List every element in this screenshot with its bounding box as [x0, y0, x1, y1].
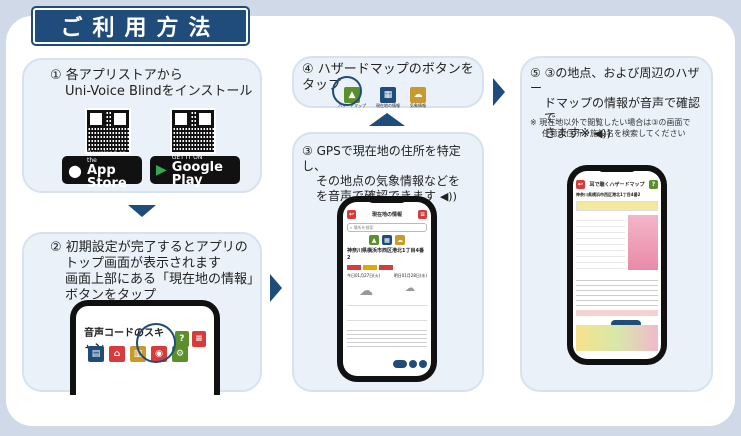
step2-line1: 初期設定が完了するとアプリの — [65, 240, 248, 255]
step5-line3: きます※ — [544, 126, 591, 140]
warning-badge-2 — [363, 265, 377, 270]
step5-text: ⑤ ③の地点、および周辺のハザー ドマップの情報が音声で確認で きます※ ◀)) — [530, 66, 710, 141]
phone-notch — [367, 196, 407, 203]
step1-line2: Uni-Voice Blindをインストール — [65, 84, 253, 99]
app-store-small-text: Download on the — [86, 150, 127, 164]
location-button-highlight — [136, 323, 176, 363]
qr-code-googleplay — [170, 108, 216, 154]
location-address: 神奈川県横浜市西区港北1丁目4番2 — [347, 248, 424, 261]
step5-line2: ドマップの情報が音声で確認で — [544, 96, 701, 125]
tomorrow-label: 明日01月28日(水) — [393, 273, 427, 278]
page-title: ご利用方法 — [31, 6, 250, 46]
hazard-tabs — [576, 201, 658, 211]
step3-line1: GPSで現在地の住所を特定し、 — [302, 144, 461, 173]
search-placeholder: 場所を検索 — [353, 225, 374, 230]
arrow-up-icon — [369, 113, 405, 126]
hazard-screen-header: 耳で聴くハザードマップ — [589, 182, 645, 188]
step5-line1: ③の地点、および周辺のハザー — [530, 66, 700, 95]
settings-icon[interactable]: ⚙ — [172, 346, 188, 362]
step4-text: ④ ハザードマップのボタンをタップ — [302, 62, 482, 94]
pause-button[interactable] — [409, 360, 417, 368]
back-icon[interactable]: ↩ — [347, 210, 356, 219]
phone-hazard-screen: ↩ 耳で聴くハザードマップ ? 神奈川県横浜市西区港北1丁目4番2 — [567, 165, 667, 365]
app-store-big-text: App Store — [86, 163, 127, 191]
google-play-icon: ▶ — [156, 162, 167, 178]
speaker-icon-2: ◀)) — [593, 127, 611, 140]
weather-icon[interactable]: ☁ — [410, 87, 426, 103]
home-icon[interactable]: ⌂ — [109, 346, 125, 362]
speaker-icon: ◀)) — [439, 190, 457, 203]
forecast-table — [347, 305, 427, 321]
warning-badge-1 — [347, 265, 361, 270]
search-icon: ⌕ — [350, 225, 353, 230]
step3-number: ③ — [302, 144, 313, 158]
location-screen: ↩ 現在地の情報 ≡ ⌕ 場所を検索 ▲ ▦ ☁ 神奈川県横浜市西区港北1丁目4… — [343, 202, 431, 376]
description-block — [347, 327, 427, 349]
cloud-icon-today: ☁ — [359, 283, 373, 299]
step3-line2: その地点の気象情報などを — [316, 174, 461, 188]
arrow-right-icon-2 — [493, 78, 505, 106]
next-button[interactable] — [419, 360, 427, 368]
bottom-controls — [393, 360, 427, 368]
hazard-screen: ↩ 耳で聴くハザードマップ ? 神奈川県横浜市西区港北1丁目4番2 — [573, 171, 661, 359]
read-icon[interactable]: ▤ — [88, 346, 104, 362]
play-button[interactable] — [393, 360, 407, 368]
location-info-label: 現在地の情報 — [376, 103, 400, 108]
step4-number: ④ — [302, 62, 314, 77]
location-info-small-icon[interactable]: ▦ — [380, 87, 396, 103]
step1-number: ① — [50, 68, 62, 83]
phone-location-screen: ↩ 現在地の情報 ≡ ⌕ 場所を検索 ▲ ▦ ☁ 神奈川県横浜市西区港北1丁目4… — [337, 196, 437, 382]
google-play-big-text: Google Play — [171, 159, 223, 188]
hazard-map-thumbnail — [628, 215, 658, 270]
step2-number: ② — [50, 240, 62, 255]
step2-text: ② 初期設定が完了するとアプリの トップ画面が表示されます 画面上部にある「現在… — [50, 240, 260, 304]
map-tab-icon[interactable]: ▦ — [382, 235, 392, 245]
hazard-map-label: ハザードマップ — [338, 103, 366, 108]
google-play-small-text: GET IT ON — [171, 153, 203, 161]
step4-button-row: ▲ ハザードマップ ▦ 現在地の情報 ☁ 気象情報 — [338, 82, 426, 109]
hazard-description — [576, 276, 658, 306]
arrow-right-icon — [270, 274, 282, 302]
search-field[interactable]: ⌕ 場所を検索 — [347, 223, 427, 232]
apple-icon: ● — [68, 160, 82, 180]
warning-badge-3 — [379, 265, 393, 270]
location-screen-header: 現在地の情報 — [371, 212, 402, 218]
menu-icon[interactable]: ≡ — [191, 331, 206, 347]
back-icon-2[interactable]: ↩ — [576, 180, 585, 189]
step2-line4: ボタンをタップ — [65, 288, 157, 303]
step1-line1: 各アプリストアから — [65, 68, 183, 83]
hazard-bottom-map — [576, 325, 658, 351]
hazard-address: 神奈川県横浜市西区港北1丁目4番2 — [576, 192, 641, 197]
cloud-icon-tomorrow: ☁ — [405, 283, 415, 294]
weather-tab-icon[interactable]: ☁ — [395, 235, 405, 245]
qr-code-appstore — [85, 108, 131, 154]
step5-note-line2: 任意の住所や施設名を検索してください — [542, 129, 686, 138]
step2-line3: 画面上部にある「現在地の情報」 — [65, 272, 261, 287]
arrow-down-icon — [128, 205, 156, 217]
step3-text: ③ GPSで現在地の住所を特定し、 その地点の気象情報などを を音声で確認できま… — [302, 144, 482, 204]
hazard-tab-icon[interactable]: ▲ — [369, 235, 379, 245]
step5-number: ⑤ — [530, 66, 541, 80]
help-icon-2[interactable]: ? — [648, 180, 658, 189]
menu-icon-small[interactable]: ≡ — [417, 210, 427, 219]
weather-label: 気象情報 — [410, 103, 426, 108]
step1-text: ① 各アプリストアから Uni-Voice Blindをインストール — [50, 68, 260, 100]
step5-note-line1: ※ 現在地以外で閲覧したい場合は③の画面で — [530, 118, 691, 127]
today-label: 今日01月27日(火) — [347, 273, 381, 278]
help-icon[interactable]: ? — [174, 331, 189, 347]
step5-note: ※ 現在地以外で閲覧したい場合は③の画面で 任意の住所や施設名を検索してください — [530, 117, 710, 139]
hazard-action-button[interactable] — [611, 320, 641, 328]
step4-label: ハザードマップのボタンをタップ — [302, 62, 474, 93]
step2-line2: トップ画面が表示されます — [65, 256, 222, 271]
phone-notch-2 — [597, 165, 637, 172]
hazard-red-note — [576, 310, 658, 316]
hazard-list — [576, 215, 625, 270]
hazard-button-highlight — [332, 76, 362, 106]
